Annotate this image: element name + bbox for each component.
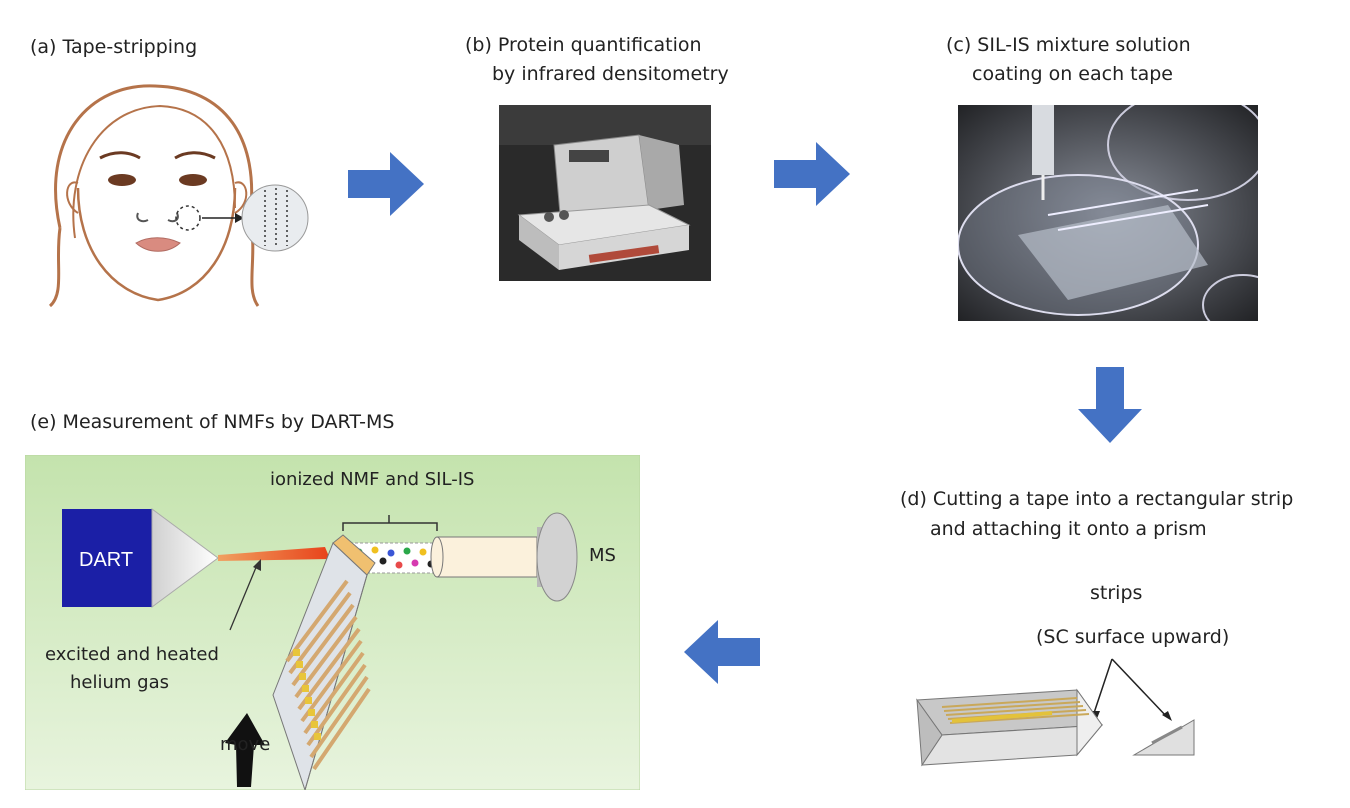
- ms-disk: [536, 512, 578, 602]
- flow-arrow-b-to-c: [774, 142, 850, 206]
- strips-label-line2: (SC surface upward): [1036, 626, 1230, 648]
- moving-prism: [272, 534, 376, 790]
- step-d-label-line1: (d) Cutting a tape into a rectangular st…: [900, 488, 1294, 510]
- move-arrow: [225, 713, 265, 787]
- strips-label-line1: strips: [1090, 582, 1143, 604]
- dart-block: [62, 509, 152, 607]
- flow-arrow-c-to-d: [1078, 367, 1142, 443]
- move-label: move: [220, 734, 270, 755]
- densitometer-photo: [499, 105, 711, 281]
- prism-illustration: [916, 658, 1195, 767]
- dart-ms-panel: DART MS ionized NMF and SIL-IS excited a…: [25, 455, 640, 790]
- face-illustration: [48, 84, 309, 308]
- dart-ms-diagram: DART MS ionized NMF and SIL-IS excited a…: [25, 455, 640, 790]
- gas-label-line2: helium gas: [70, 672, 169, 693]
- ms-label: MS: [589, 545, 616, 566]
- step-e-label: (e) Measurement of NMFs by DART-MS: [30, 411, 395, 433]
- dart-label: DART: [79, 549, 133, 571]
- step-d-label-line2: and attaching it onto a prism: [930, 518, 1207, 540]
- coating-photo: [958, 105, 1258, 321]
- step-c-label-line1: (c) SIL-IS mixture solution: [946, 34, 1191, 56]
- step-b-label-line1: (b) Protein quantification: [465, 34, 702, 56]
- step-a-label: (a) Tape-stripping: [30, 36, 198, 58]
- ionized-label: ionized NMF and SIL-IS: [270, 469, 474, 490]
- ion-bracket: [342, 515, 438, 531]
- flow-arrow-a-to-b: [348, 152, 424, 216]
- flow-arrow-d-to-e: [684, 620, 760, 684]
- step-c-label-line2: coating on each tape: [972, 63, 1173, 85]
- helium-beam: [218, 547, 330, 561]
- step-b-label-line2: by infrared densitometry: [492, 63, 729, 85]
- gas-label-line1: excited and heated: [45, 644, 219, 665]
